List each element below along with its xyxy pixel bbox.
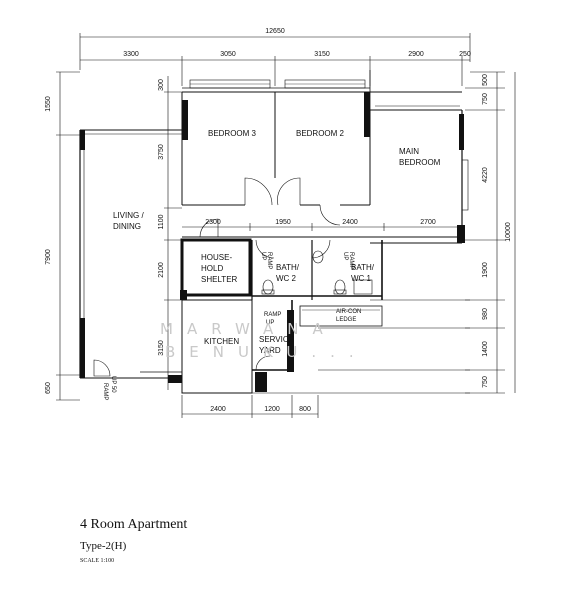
room-main-bedroom-line1: MAIN	[399, 147, 419, 156]
dim-overall-width: 12650	[265, 28, 285, 35]
dim-top-5: 250	[459, 51, 471, 58]
dim-bottom-2: 1200	[264, 406, 280, 413]
plan-type: Type-2(H)	[80, 540, 127, 552]
dim-top-1: 3300	[123, 51, 139, 58]
room-living-line1: LIVING /	[113, 211, 144, 220]
room-bedroom-2: BEDROOM 2	[296, 129, 345, 138]
dim-right-4: 1900	[482, 262, 489, 278]
room-living-line2: DINING	[113, 222, 141, 231]
watermark-line2: BENUKU...	[165, 343, 368, 361]
dim-left-inner-5: 3150	[158, 340, 165, 356]
room-bath1-line1: BATH/	[351, 263, 375, 272]
dim-bottom-1: 2400	[210, 406, 226, 413]
dim-interior-4: 2700	[420, 219, 436, 226]
dim-left-inner-3: 1100	[158, 214, 165, 229]
dim-overall-depth: 10000	[505, 222, 512, 242]
room-shelter-line2: HOLD	[201, 264, 223, 273]
ramp-bath1-line2: UP	[342, 252, 348, 260]
room-aircon-line1: AIR-CON	[336, 309, 361, 315]
dim-left-3: 650	[45, 382, 52, 394]
ramp-entry-line2: UP 50	[110, 376, 116, 393]
dim-interior-2: 1950	[275, 219, 291, 226]
dim-right-1: 500	[482, 74, 489, 86]
room-service-line1: SERVICE	[259, 335, 294, 344]
door-swings	[93, 177, 341, 377]
dim-top-3: 3150	[314, 51, 330, 58]
dim-right-5: 980	[482, 308, 489, 320]
structural-walls	[80, 92, 465, 392]
dim-left-inner-1: 300	[158, 79, 165, 91]
dim-bottom-3: 800	[299, 406, 311, 413]
room-shelter-line3: SHELTER	[201, 275, 238, 284]
ramp-bath1-line1: RAMP	[348, 252, 354, 269]
room-shelter-line1: HOUSE-	[201, 253, 232, 262]
dim-right-6: 1400	[482, 341, 489, 357]
dim-right-2: 750	[482, 93, 489, 105]
room-bath2-line1: BATH/	[276, 263, 300, 272]
room-main-bedroom-line2: BEDROOM	[399, 158, 441, 167]
dim-top-2: 3050	[220, 51, 236, 58]
plan-scale: SCALE 1:100	[80, 558, 115, 564]
room-bath1-line2: WC 1	[351, 274, 372, 283]
dimension-lines	[56, 33, 516, 418]
dim-left-2: 7900	[45, 249, 52, 265]
ramp-entry-line1: RAMP	[102, 383, 108, 400]
ramp-bath2-line1: RAMP	[266, 252, 272, 269]
dim-interior-3: 2400	[342, 219, 358, 226]
dim-right-3: 4220	[482, 167, 489, 183]
room-bedroom-3: BEDROOM 3	[208, 129, 257, 138]
ramp-yard-line2: UP	[266, 320, 274, 326]
room-kitchen: KITCHEN	[204, 337, 239, 346]
ramp-bath2-line2: UP	[260, 252, 266, 260]
room-service-line2: YARD	[259, 346, 281, 355]
ramp-yard-line1: RAMP	[264, 312, 281, 318]
room-aircon-line2: LEDGE	[336, 317, 356, 323]
room-bath2-line2: WC 2	[276, 274, 297, 283]
watermark-line1: MARWANA	[160, 320, 337, 338]
dim-left-inner-2: 3750	[158, 144, 165, 160]
dim-left-1: 1550	[45, 96, 52, 112]
dim-left-inner-4: 2100	[158, 262, 165, 278]
dim-right-7: 750	[482, 376, 489, 388]
plan-title: 4 Room Apartment	[80, 517, 188, 532]
bath-fixtures	[261, 250, 373, 295]
dim-top-4: 2900	[408, 51, 424, 58]
dim-interior-1: 2300	[205, 219, 221, 226]
